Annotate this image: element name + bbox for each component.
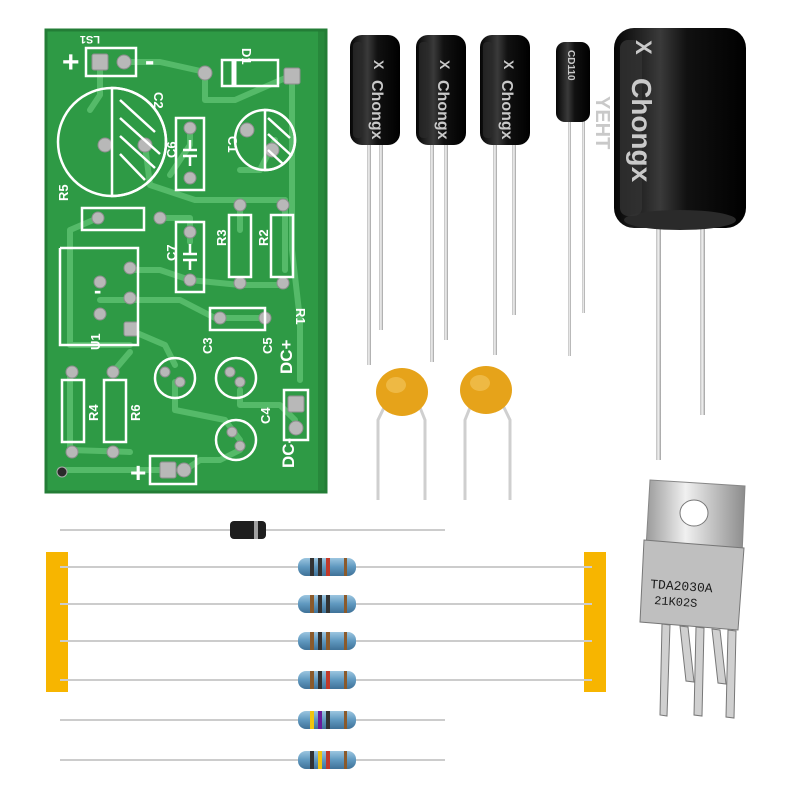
label-plus-top: + [62,46,80,79]
ic-label-line1: TDA2030A [650,577,714,596]
label-r4: R4 [86,404,101,421]
label-c2: C2 [151,92,166,109]
label-r5: R5 [56,184,71,201]
ceramic-cap-1 [376,368,428,500]
label-ls1: LS1 [80,33,100,45]
cap1-mark: X [371,60,387,70]
resistor-6 [60,751,445,769]
cap2-mark: X [437,60,453,70]
solder-pads [56,53,305,479]
label-c3: C3 [200,337,215,354]
capacitor-small-2: X Chongx [416,35,466,362]
resistor-row [60,558,592,769]
cap5-mark: X [631,40,656,55]
label-plus-bottom: + [130,457,146,488]
cap1-brand: Chongx [368,80,385,140]
capacitor-small-1: X Chongx [350,35,400,365]
ceramic-cap-2 [460,366,512,500]
label-c6: C6 [164,141,179,158]
label-r6: R6 [128,404,143,421]
diode [60,521,445,539]
label-c7: C7 [164,244,179,261]
label-r3: R3 [214,229,229,246]
label-d1: D1 [239,48,254,65]
resistor-1 [60,558,592,576]
label-r1: R1 [293,308,308,325]
ic-pins [659,623,737,719]
resistor-5 [60,711,445,729]
label-u1: U1 [88,333,103,350]
silkscreen-text: LS1 + - D1 C2 C1 C6 R5 C7 R3 R2 R1 U1 C3… [56,33,308,488]
cap5-brand: Chongx [626,78,657,183]
label-c1: C1 [225,136,240,153]
ic-body: TDA2030A 21K02S [639,539,745,631]
cap3-brand: Chongx [498,80,515,140]
label-c4: C4 [258,407,273,424]
label-minus-side: - [94,278,101,303]
capacitor-small-3: X Chongx [480,35,530,355]
resistor-2 [60,595,592,613]
ic-label-line2: 21K02S [654,594,698,611]
label-r2: R2 [256,229,271,246]
resistor-3 [60,632,592,650]
label-minus-top: - [145,45,154,76]
ceramic-cap-symbols [183,140,197,270]
cap3-mark: X [501,60,517,70]
cap2-brand: Chongx [434,80,451,140]
cap4-code: CD110 [565,50,576,81]
label-c5: C5 [260,337,275,354]
capacitor-large: X Chongx YEHT [591,28,746,460]
tape-left [46,552,68,692]
capacitor-tiny: CD110 [556,42,590,356]
tape-right [584,552,606,692]
label-dc-plus: DC+ [277,339,296,374]
label-dc-minus: DC- [279,438,298,468]
resistor-4 [60,671,592,689]
capacitor-hatch [110,86,297,198]
cap5-code: YEHT [591,96,613,149]
